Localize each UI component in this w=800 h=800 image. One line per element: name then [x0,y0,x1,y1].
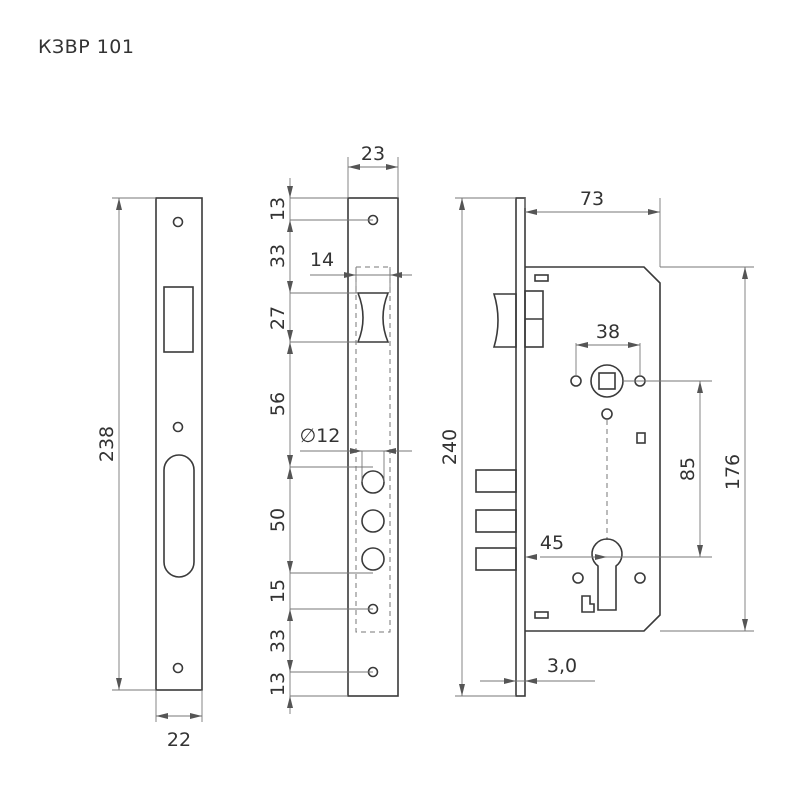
screw-hole-icon [172,216,184,228]
dim-cylinder-backset: 45 [540,532,564,554]
dim-15: 15 [267,579,289,603]
case-outline [525,266,661,632]
deadbolt-side [475,469,517,493]
dim-bottom-13: 13 [267,672,289,696]
drawing-title: КЗВР 101 [38,36,135,58]
dim-33-lower: 33 [267,629,289,653]
dim-backset: 73 [580,188,604,210]
deadbolt-icon [361,509,385,533]
square-spindle-icon [598,372,616,390]
dim-top-13: 13 [267,197,289,221]
deadbolt-side [475,509,517,533]
latch-bolt [356,292,390,343]
dim-faceplate-width: 22 [167,729,191,751]
latch-opening [163,286,194,353]
dim-50: 50 [267,508,289,532]
dim-spindle-spacing: 38 [596,321,620,343]
cylinder-cutout [591,538,623,611]
screw-hole-icon [570,375,582,387]
dim-56: 56 [267,392,289,416]
dim-27: 27 [267,306,289,330]
deadbolt-icon [361,547,385,571]
dim-faceplate-height: 238 [96,426,118,462]
spindle-hub-icon [590,364,624,398]
deadbolt-side [475,547,517,571]
dim-33-upper: 33 [267,244,289,268]
side-view: 23 13 33 27 56 50 15 33 13 [267,143,412,714]
dim-strike-width: 23 [361,143,385,165]
deadbolt-icon [361,470,385,494]
slot [636,432,646,444]
faceplate-outline [155,197,203,691]
dim-total-height: 240 [439,429,461,465]
side-plate-outline [347,197,399,697]
latch-bolt-side [492,293,517,348]
screw-hole-icon [172,421,184,433]
screw-hole-icon [601,408,613,420]
dim-bolt-diameter: ∅12 [300,425,341,447]
screw-hole-icon [172,662,184,674]
faceplate-view: 238 22 [96,197,203,751]
dim-plate-thickness: 3,0 [547,655,577,677]
slot [534,611,549,619]
dim-case-height: 176 [722,454,744,490]
slot [534,274,549,282]
cam-detail [581,595,595,613]
dim-latch-width: 14 [310,249,334,271]
front-plate [515,197,526,697]
screw-hole-icon [572,572,584,584]
lock-body-view: 240 73 38 85 176 45 [439,188,754,697]
dim-center-distance: 85 [677,457,699,481]
bolt-slot [163,454,195,578]
screw-hole-icon [634,572,646,584]
